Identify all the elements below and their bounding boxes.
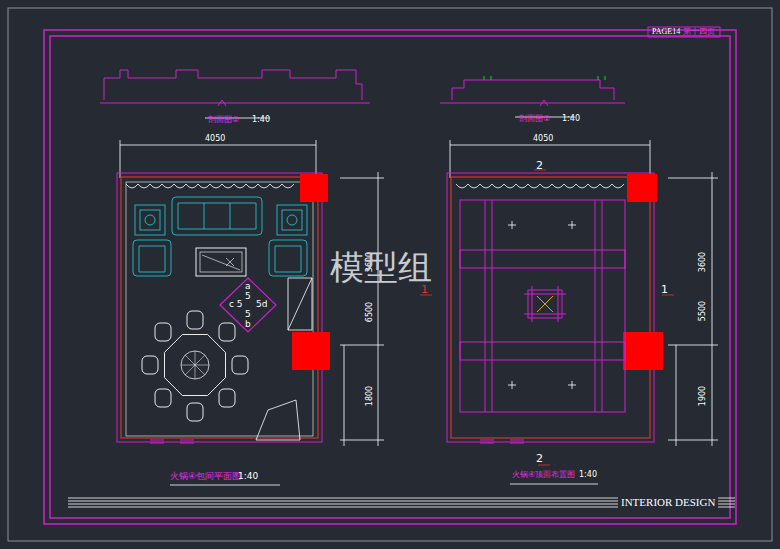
drawing-caption: 火锅④顶面布置图 — [512, 471, 575, 479]
section-title: 剖面图① — [519, 115, 550, 123]
section-marker: 1 — [421, 284, 428, 295]
scale-note: 1:40 — [252, 116, 270, 124]
diamond-text: 5 — [245, 292, 251, 301]
page-number: PAGE14 — [652, 28, 680, 36]
scale-note: 1:40 — [238, 472, 258, 481]
dimension: 4050 — [533, 135, 553, 143]
section-marker: 2 — [536, 453, 543, 464]
scale-note: 1:40 — [562, 115, 580, 123]
dimension: 3600 — [699, 252, 707, 272]
diamond-text: 5d — [256, 300, 267, 309]
diamond-text: 5 — [245, 310, 251, 319]
diamond-text: a — [245, 282, 251, 291]
dimension: 6500 — [366, 302, 374, 322]
page-number: 第十四页 — [683, 28, 715, 36]
section-title: 剖面图② — [208, 116, 239, 124]
title-block-text: INTERIOR DESIGN — [621, 497, 715, 508]
section-marker: 1 — [661, 284, 668, 295]
scale-note: 1:40 — [579, 471, 597, 479]
watermark: 模型组 — [330, 250, 432, 284]
dimension: 1900 — [699, 386, 707, 406]
dimension: 5500 — [699, 301, 707, 321]
section-marker: 2 — [536, 160, 543, 171]
drawing-caption: 火锅④包间平面图 — [170, 472, 241, 481]
dimension: 4050 — [205, 135, 225, 143]
diamond-text: c 5 — [229, 300, 243, 309]
dimension: 1800 — [366, 386, 374, 406]
diamond-text: b — [245, 320, 251, 329]
